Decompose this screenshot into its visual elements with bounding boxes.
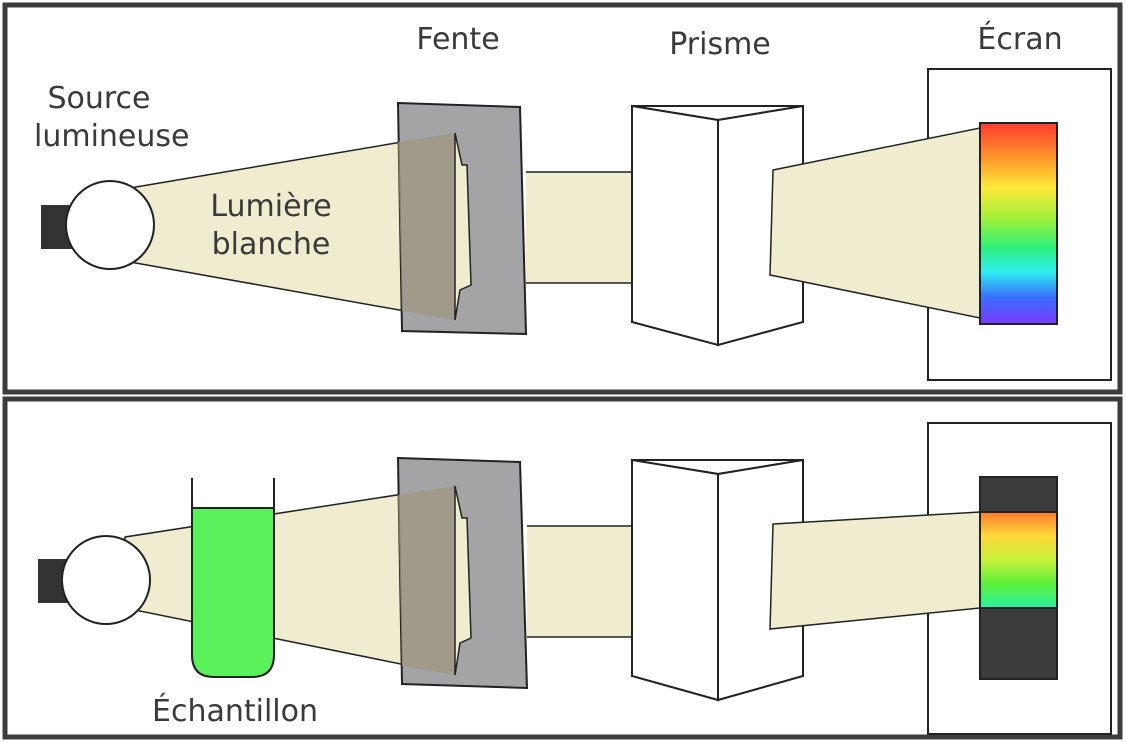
sample-cuvette [191,478,275,678]
beam-on-slit-bottom [398,486,467,675]
slit-label: Fente [416,22,500,57]
screen-dark-lower [979,607,1058,680]
screen-label: Écran [977,22,1063,57]
sample-label: Échantillon [152,694,318,729]
spectrum-full [979,122,1058,325]
lamp-bulb-top [65,180,155,270]
spectrum-filtered [979,511,1058,609]
slit-opening-bottom [454,485,472,676]
dispersed-beam-bottom [769,511,981,630]
prism-bottom [631,458,804,702]
source-label: Source lumineuse [34,81,190,154]
white-light-label: Lumière blanche [210,189,332,262]
beam-on-slit-top [398,133,467,320]
screen-dark-upper [979,476,1058,513]
lamp-bulb-bottom [61,535,151,625]
prism-label: Prisme [669,27,771,62]
prism-top [631,104,804,347]
slit-opening-top [454,132,472,321]
